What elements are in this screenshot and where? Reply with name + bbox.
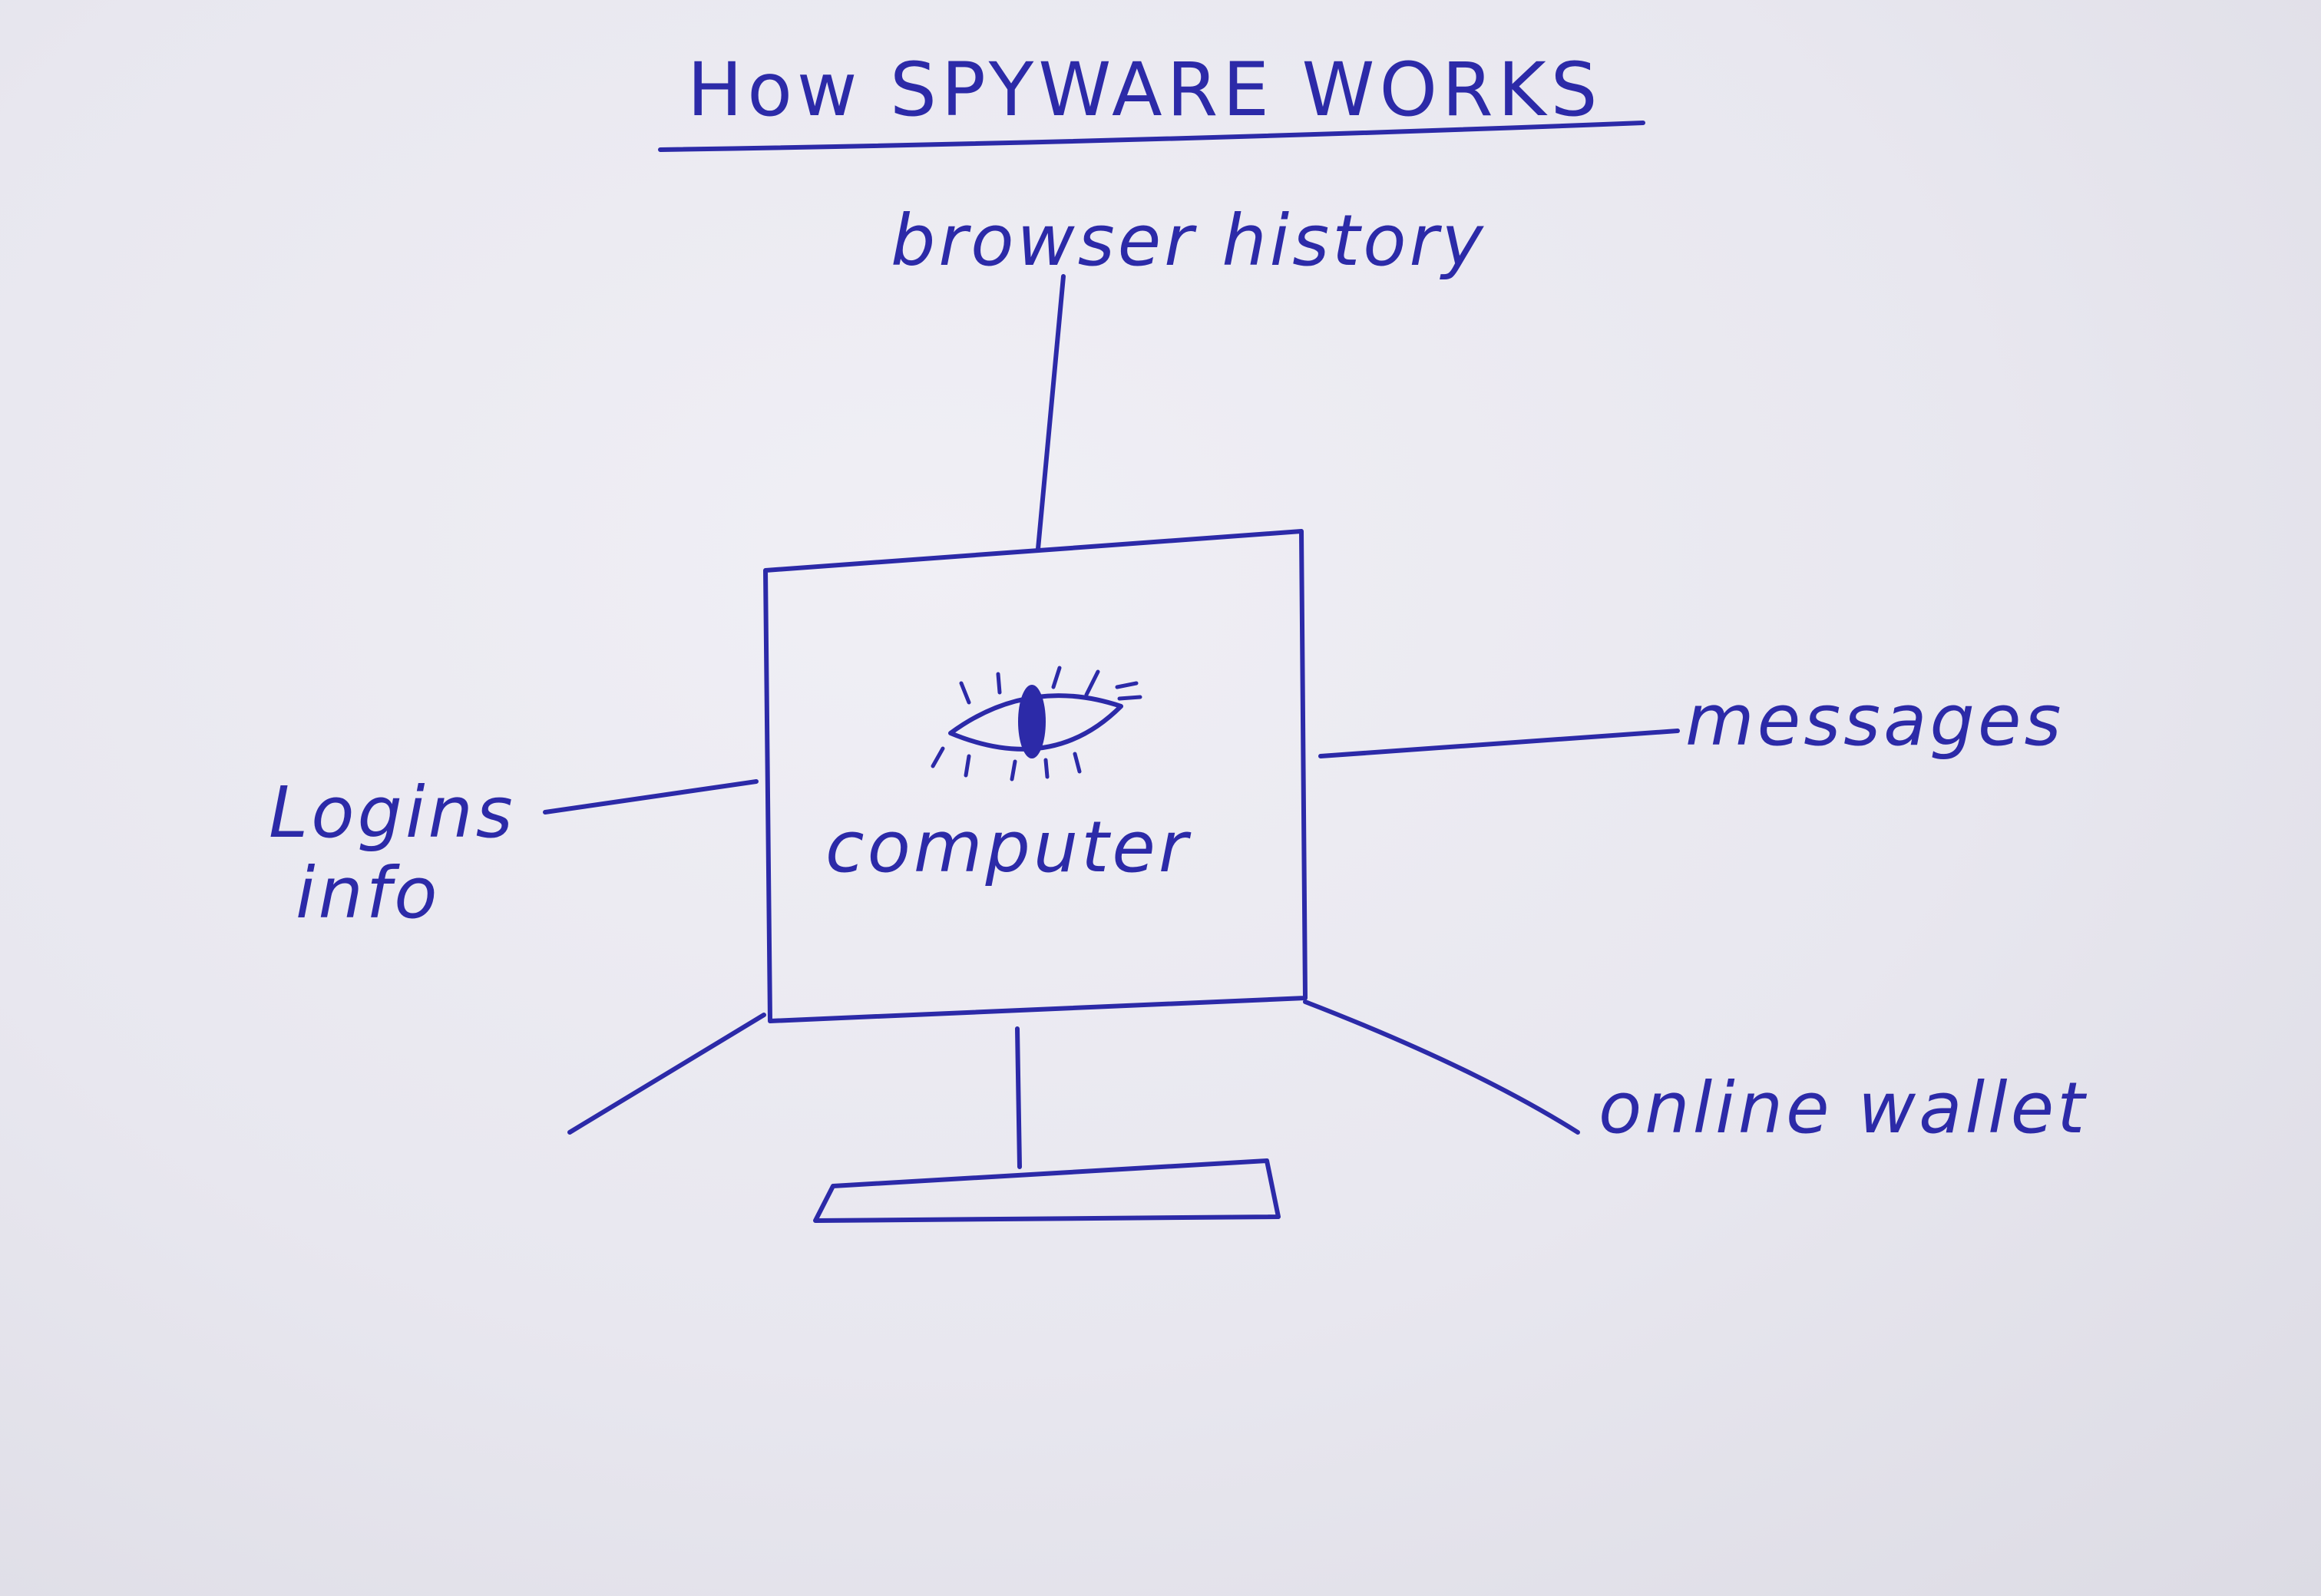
connector-left	[543, 779, 759, 815]
connector-bottom-right	[1303, 1000, 1580, 1135]
connector-right	[1318, 729, 1680, 758]
monitor-base	[813, 1158, 1281, 1223]
node-logins-info-line1: Logins	[269, 772, 516, 854]
connector-bottom-left	[567, 1013, 766, 1135]
title-underline	[658, 121, 1645, 152]
node-messages: messages	[1685, 679, 2064, 762]
node-browser-history: browser history	[891, 200, 1486, 282]
connector-top	[1036, 274, 1066, 551]
monitor-screen	[763, 529, 1308, 1023]
node-logins-info-line2: info	[296, 852, 441, 934]
monitor-stand	[1015, 1026, 1022, 1169]
eye-icon	[931, 666, 1142, 781]
node-online-wallet: online wallet	[1599, 1067, 2088, 1149]
center-label-computer: computer	[825, 806, 1192, 888]
diagram-title: How SPYWARE WORKS	[687, 47, 1602, 133]
